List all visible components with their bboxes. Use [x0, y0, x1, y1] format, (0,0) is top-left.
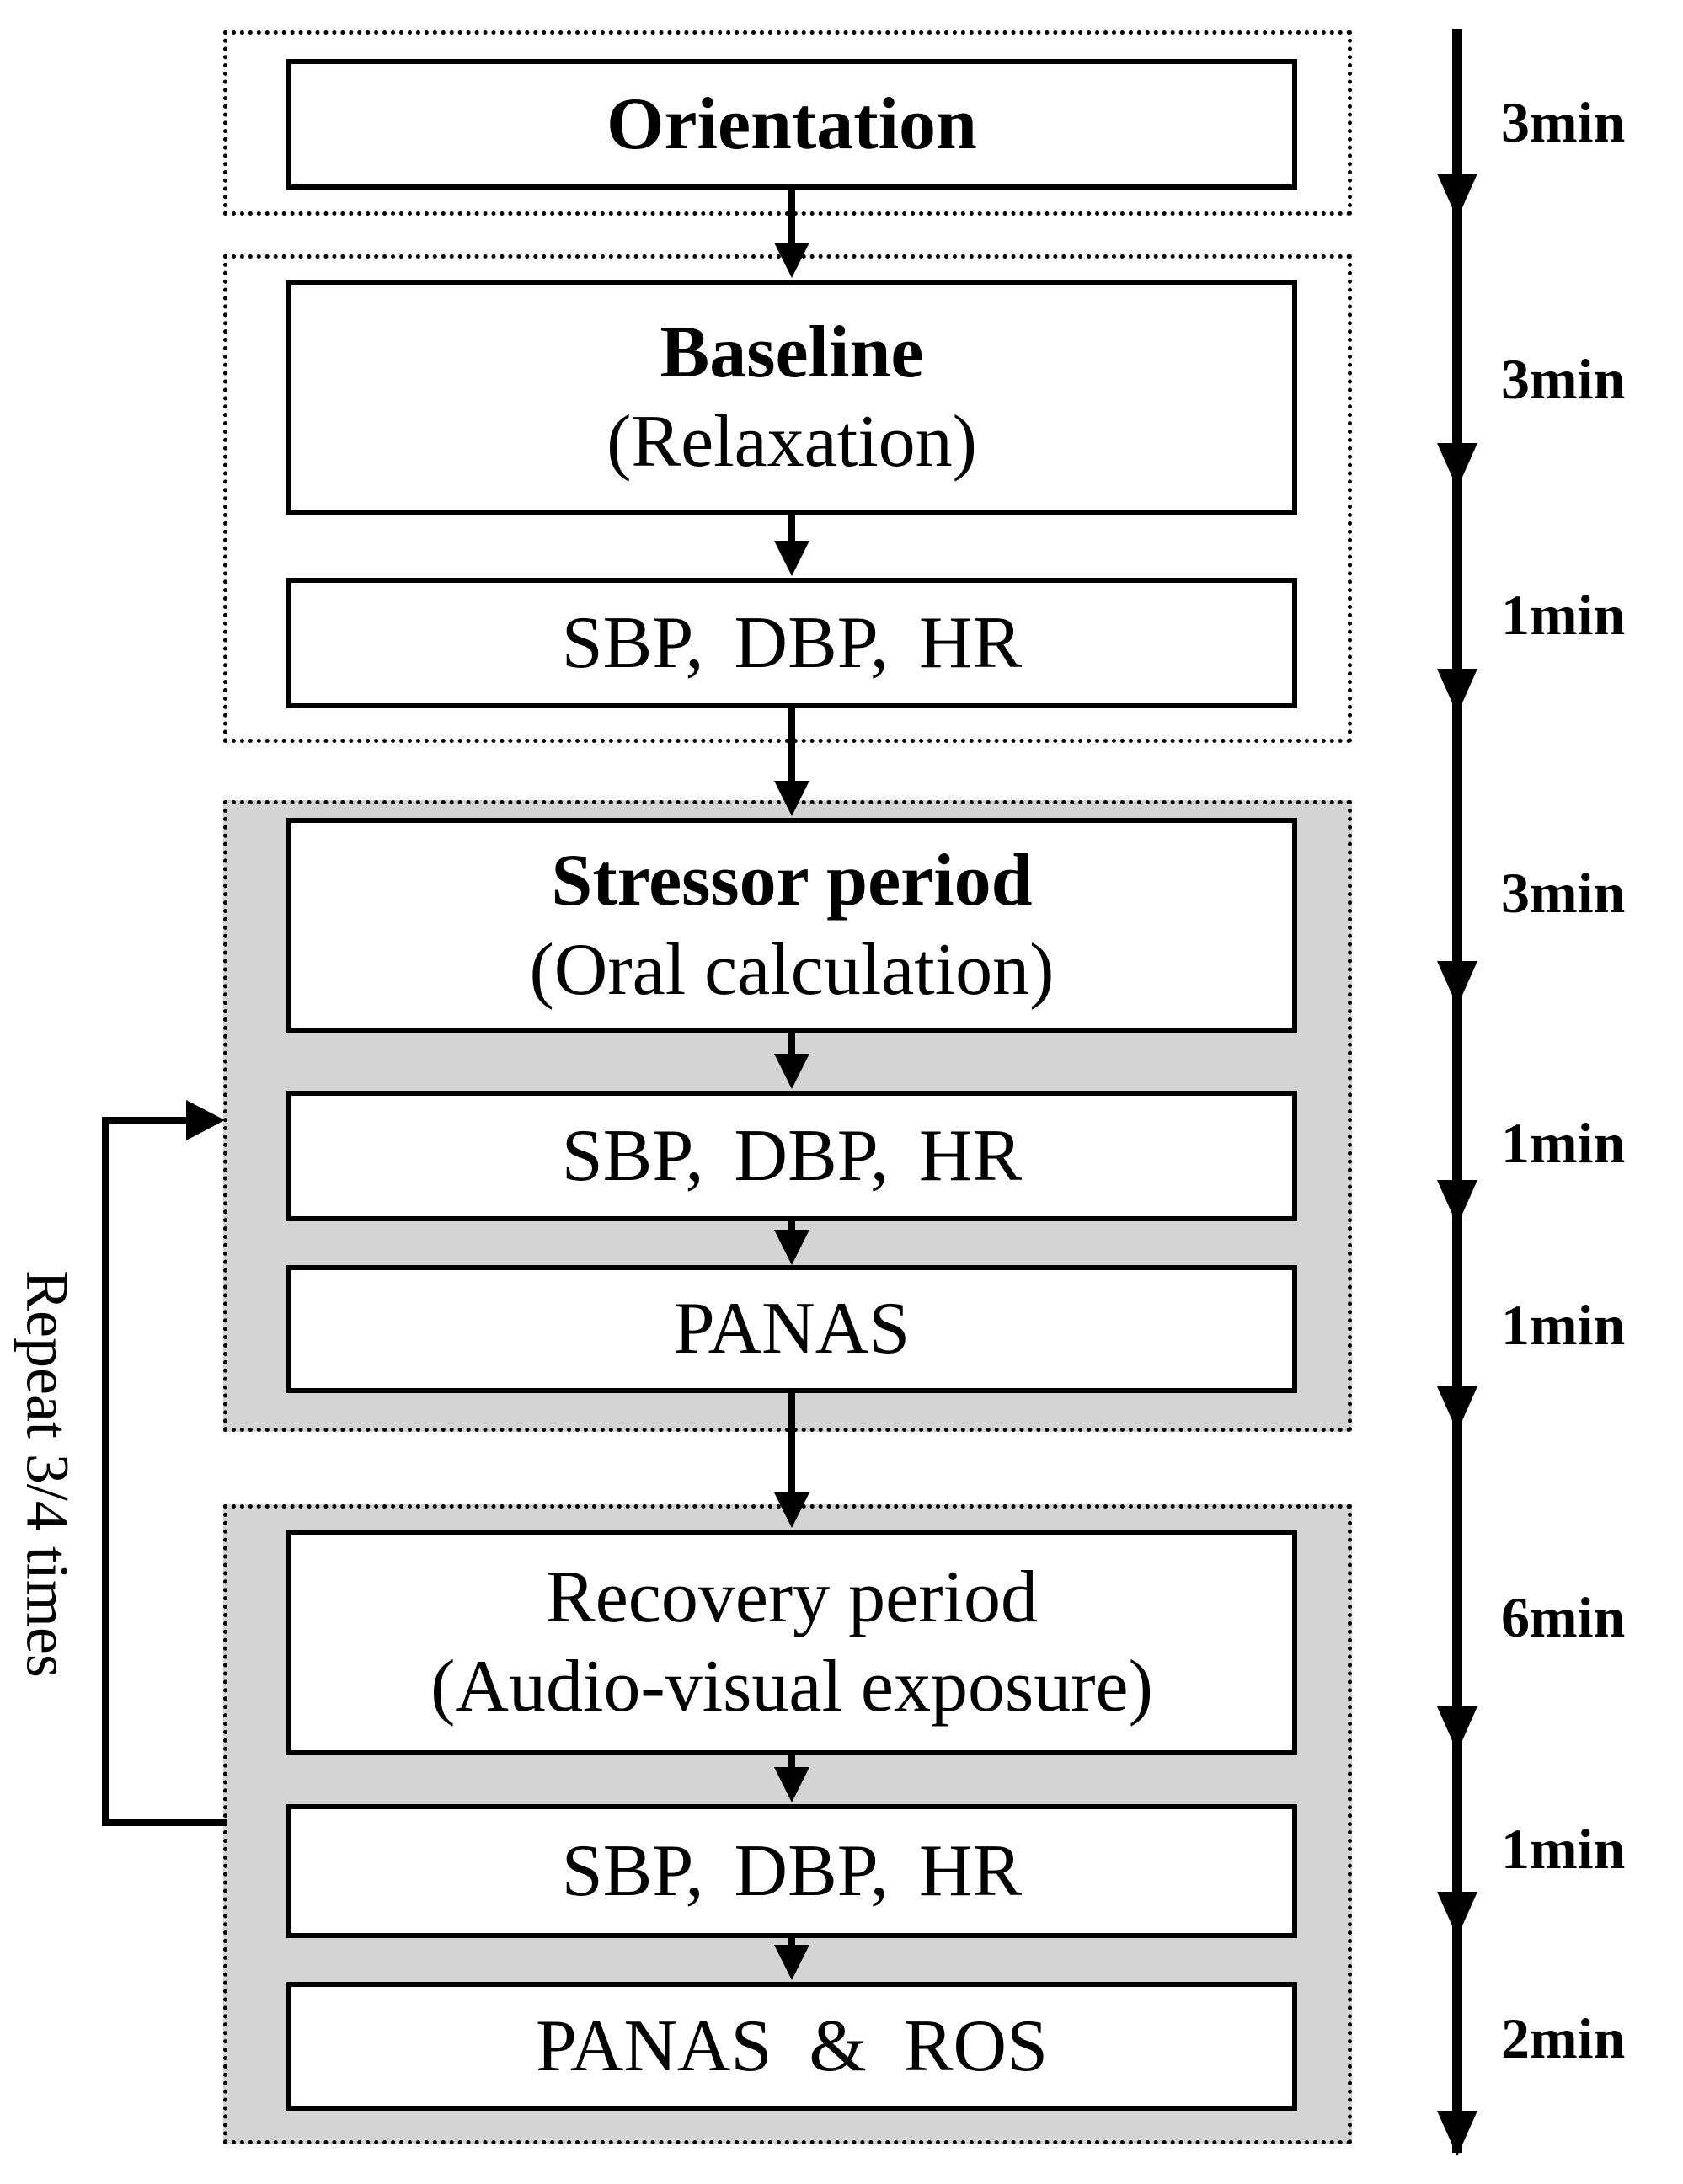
timeline-duration-label-9: 2min: [1501, 2006, 1626, 2070]
timeline-arrowhead-3-down-arrow-icon: [1437, 669, 1477, 714]
timeline-duration-label-1: 3min: [1501, 90, 1626, 154]
timeline-arrowhead-1-down-arrow-icon: [1437, 174, 1477, 219]
flow-arrow-7-shaft: [788, 1755, 795, 1770]
repeat-loop-top-line: [102, 1117, 190, 1124]
timeline-duration-label-5: 1min: [1501, 1111, 1626, 1175]
recovery-box: Recovery period (Audio-visual exposure): [286, 1530, 1297, 1755]
stressor-box: Stressor period (Oral calculation): [286, 818, 1297, 1033]
repeat-label: Repeat 3/4 times: [13, 1270, 82, 1678]
flow-arrow-6-down-arrow-icon: [774, 1492, 809, 1528]
timeline-arrowhead-5-down-arrow-icon: [1437, 1180, 1477, 1225]
orientation-title: Orientation: [606, 83, 977, 165]
recovery-measurement-box: SBP, DBP, HR: [286, 1804, 1297, 1938]
stressor-panas-label: PANAS: [673, 1288, 911, 1370]
timeline-duration-label-8: 1min: [1501, 1817, 1626, 1881]
timeline-arrowhead-9-down-arrow-icon: [1437, 2111, 1477, 2156]
flow-arrow-8-down-arrow-icon: [774, 1945, 809, 1980]
repeat-loop-right-arrow-icon: [186, 1100, 225, 1140]
recovery-panas-ros-label: PANAS & ROS: [535, 2005, 1049, 2087]
recovery-title: Recovery period: [546, 1557, 1038, 1639]
baseline-subtitle: (Relaxation): [606, 401, 977, 483]
flow-arrow-6-shaft: [788, 1393, 795, 1495]
baseline-box: Baseline (Relaxation): [286, 280, 1297, 515]
timeline-arrowhead-8-down-arrow-icon: [1437, 1892, 1477, 1937]
timeline-axis: [1452, 29, 1462, 2153]
timeline-duration-label-7: 6min: [1501, 1585, 1626, 1649]
flow-arrow-2-shaft: [788, 515, 795, 544]
timeline-duration-label-6: 1min: [1501, 1293, 1626, 1357]
stressor-subtitle: (Oral calculation): [529, 928, 1055, 1011]
flow-arrow-5-shaft: [788, 1221, 795, 1233]
flow-arrow-4-down-arrow-icon: [774, 1054, 809, 1089]
repeat-loop-bottom-line: [102, 1819, 227, 1826]
baseline-measurement-box: SBP, DBP, HR: [286, 578, 1297, 708]
timeline-arrowhead-7-down-arrow-icon: [1437, 1706, 1477, 1752]
recovery-measurement-label: SBP, DBP, HR: [561, 1829, 1023, 1912]
flow-arrow-4-shaft: [788, 1033, 795, 1056]
baseline-title: Baseline: [660, 312, 924, 394]
flow-arrow-1-shaft: [788, 190, 795, 246]
flow-arrow-7-down-arrow-icon: [774, 1767, 809, 1802]
repeat-loop-vertical-line: [102, 1117, 109, 1826]
timeline-duration-label-3: 1min: [1501, 583, 1626, 647]
flow-arrow-8-shaft: [788, 1938, 795, 1947]
stressor-panas-box: PANAS: [286, 1265, 1297, 1393]
flow-arrow-5-down-arrow-icon: [774, 1230, 809, 1265]
flow-arrow-1-down-arrow-icon: [774, 243, 809, 278]
stressor-measurement-label: SBP, DBP, HR: [561, 1114, 1023, 1197]
flow-arrow-3-shaft: [788, 708, 795, 783]
timeline-arrowhead-2-down-arrow-icon: [1437, 443, 1477, 489]
flow-arrow-2-down-arrow-icon: [774, 541, 809, 576]
recovery-subtitle: (Audio-visual exposure): [430, 1646, 1153, 1727]
recovery-panas-ros-box: PANAS & ROS: [286, 1982, 1297, 2111]
timeline-duration-label-2: 3min: [1501, 347, 1626, 411]
flow-arrow-3-down-arrow-icon: [774, 781, 809, 816]
stressor-title: Stressor period: [551, 839, 1033, 921]
timeline-arrowhead-6-down-arrow-icon: [1437, 1386, 1477, 1432]
timeline-duration-label-4: 3min: [1501, 861, 1626, 925]
stressor-measurement-box: SBP, DBP, HR: [286, 1091, 1297, 1221]
timeline-arrowhead-4-down-arrow-icon: [1437, 961, 1477, 1007]
baseline-measurement-label: SBP, DBP, HR: [561, 601, 1023, 684]
orientation-box: Orientation: [286, 59, 1297, 190]
